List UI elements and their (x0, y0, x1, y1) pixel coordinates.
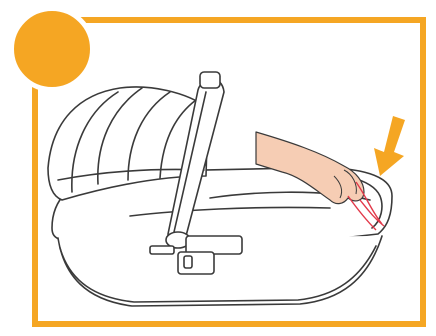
down-arrow-icon (374, 116, 405, 176)
step-badge (9, 6, 95, 92)
